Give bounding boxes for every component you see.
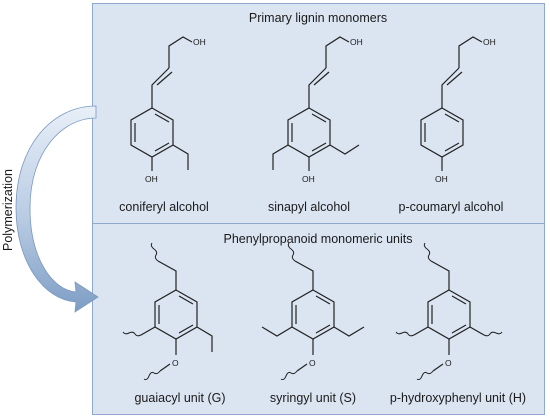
compound-name: coniferyl alcohol xyxy=(119,200,209,214)
unit-name: p-hydroxyphenyl unit (H) xyxy=(390,391,526,405)
hydroxyl-label: OH xyxy=(193,37,206,47)
oxygen-label: O xyxy=(445,358,452,368)
polymerization-arrow xyxy=(15,105,99,313)
compound-name: p-coumaryl alcohol xyxy=(399,200,504,214)
oxygen-label: O xyxy=(309,358,316,368)
syringyl-unit-structure: O xyxy=(261,242,365,381)
oxygen-label: O xyxy=(172,358,179,368)
hydroxyl-label: OH xyxy=(483,37,496,47)
bottom-panel xyxy=(92,223,545,415)
unit-name: syringyl unit (S) xyxy=(270,391,356,405)
bottom-panel-title: Phenylpropanoid monomeric units xyxy=(224,232,413,246)
top-panel-title: Primary lignin monomers xyxy=(249,11,387,25)
polymerization-label: Polymerization xyxy=(1,169,15,251)
p-hydroxyphenyl-unit-structure: O xyxy=(395,242,503,381)
sinapyl-alcohol-structure: OH OH xyxy=(272,36,363,184)
unit-name: guaiacyl unit (G) xyxy=(134,391,225,405)
hydroxyl-label: OH xyxy=(302,174,315,184)
hydroxyl-label: OH xyxy=(350,37,363,47)
hydroxyl-label: OH xyxy=(435,174,448,184)
compound-name: sinapyl alcohol xyxy=(268,200,350,214)
guaiacyl-unit-structure: O xyxy=(122,242,213,381)
coniferyl-alcohol-structure: OH OH xyxy=(130,36,206,184)
hydroxyl-label: OH xyxy=(145,174,158,184)
p-coumaryl-alcohol-structure: OH OH xyxy=(420,36,496,184)
